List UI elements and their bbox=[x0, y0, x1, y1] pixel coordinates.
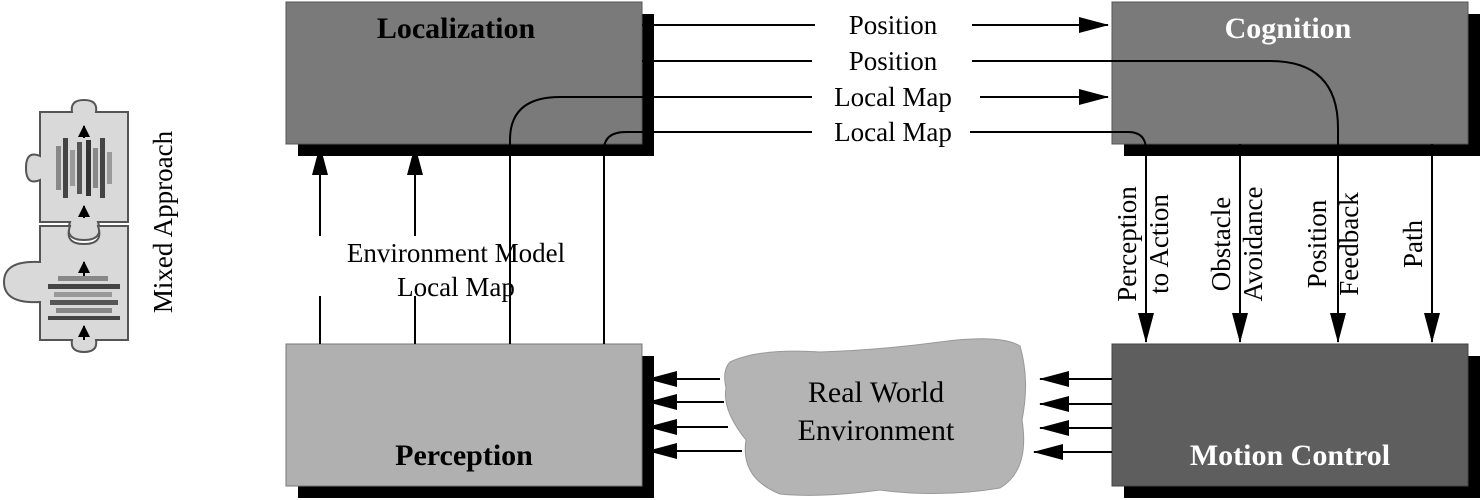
motion-control-block bbox=[1111, 343, 1469, 487]
perception-title: Perception bbox=[395, 439, 533, 472]
label-obstacle-avoidance-2: Avoidance bbox=[1238, 187, 1268, 302]
mixed-approach-puzzle-icon bbox=[2, 98, 129, 354]
edge-local-map-1: Local Map bbox=[834, 82, 952, 112]
environment-to-perception-arrows bbox=[647, 371, 742, 459]
perception-block bbox=[285, 343, 643, 487]
label-path: Path bbox=[1398, 220, 1428, 269]
top-connections bbox=[509, 17, 1346, 344]
mixed-approach-label: Mixed Approach bbox=[148, 130, 178, 313]
localization-block bbox=[285, 1, 643, 145]
environment-model-label: Environment Model bbox=[347, 238, 565, 268]
edge-local-map-2: Local Map bbox=[834, 117, 952, 147]
real-world-environment-blob bbox=[724, 338, 1027, 496]
perception-to-localization-arrows bbox=[312, 145, 423, 344]
edge-position-1: Position bbox=[849, 10, 938, 40]
label-position-feedback-2: Feedback bbox=[1334, 192, 1364, 296]
label-obstacle-avoidance-1: Obstacle bbox=[1206, 197, 1236, 291]
label-position-feedback-1: Position bbox=[1302, 199, 1332, 288]
environment-label-line2: Environment bbox=[798, 414, 955, 447]
local-map-center-label: Local Map bbox=[397, 272, 515, 302]
environment-label-line1: Real World bbox=[808, 376, 944, 409]
localization-title: Localization bbox=[377, 12, 536, 45]
motion-to-environment-arrows bbox=[1033, 371, 1112, 460]
motion-control-title: Motion Control bbox=[1190, 439, 1390, 472]
cognition-block bbox=[1111, 1, 1469, 145]
edge-position-2: Position bbox=[849, 46, 938, 76]
cognition-title: Cognition bbox=[1225, 12, 1352, 45]
label-perception-to-action-2: to Action bbox=[1144, 194, 1174, 294]
cognition-to-motion-arrows bbox=[1232, 144, 1440, 343]
label-perception-to-action-1: Perception bbox=[1112, 186, 1142, 302]
